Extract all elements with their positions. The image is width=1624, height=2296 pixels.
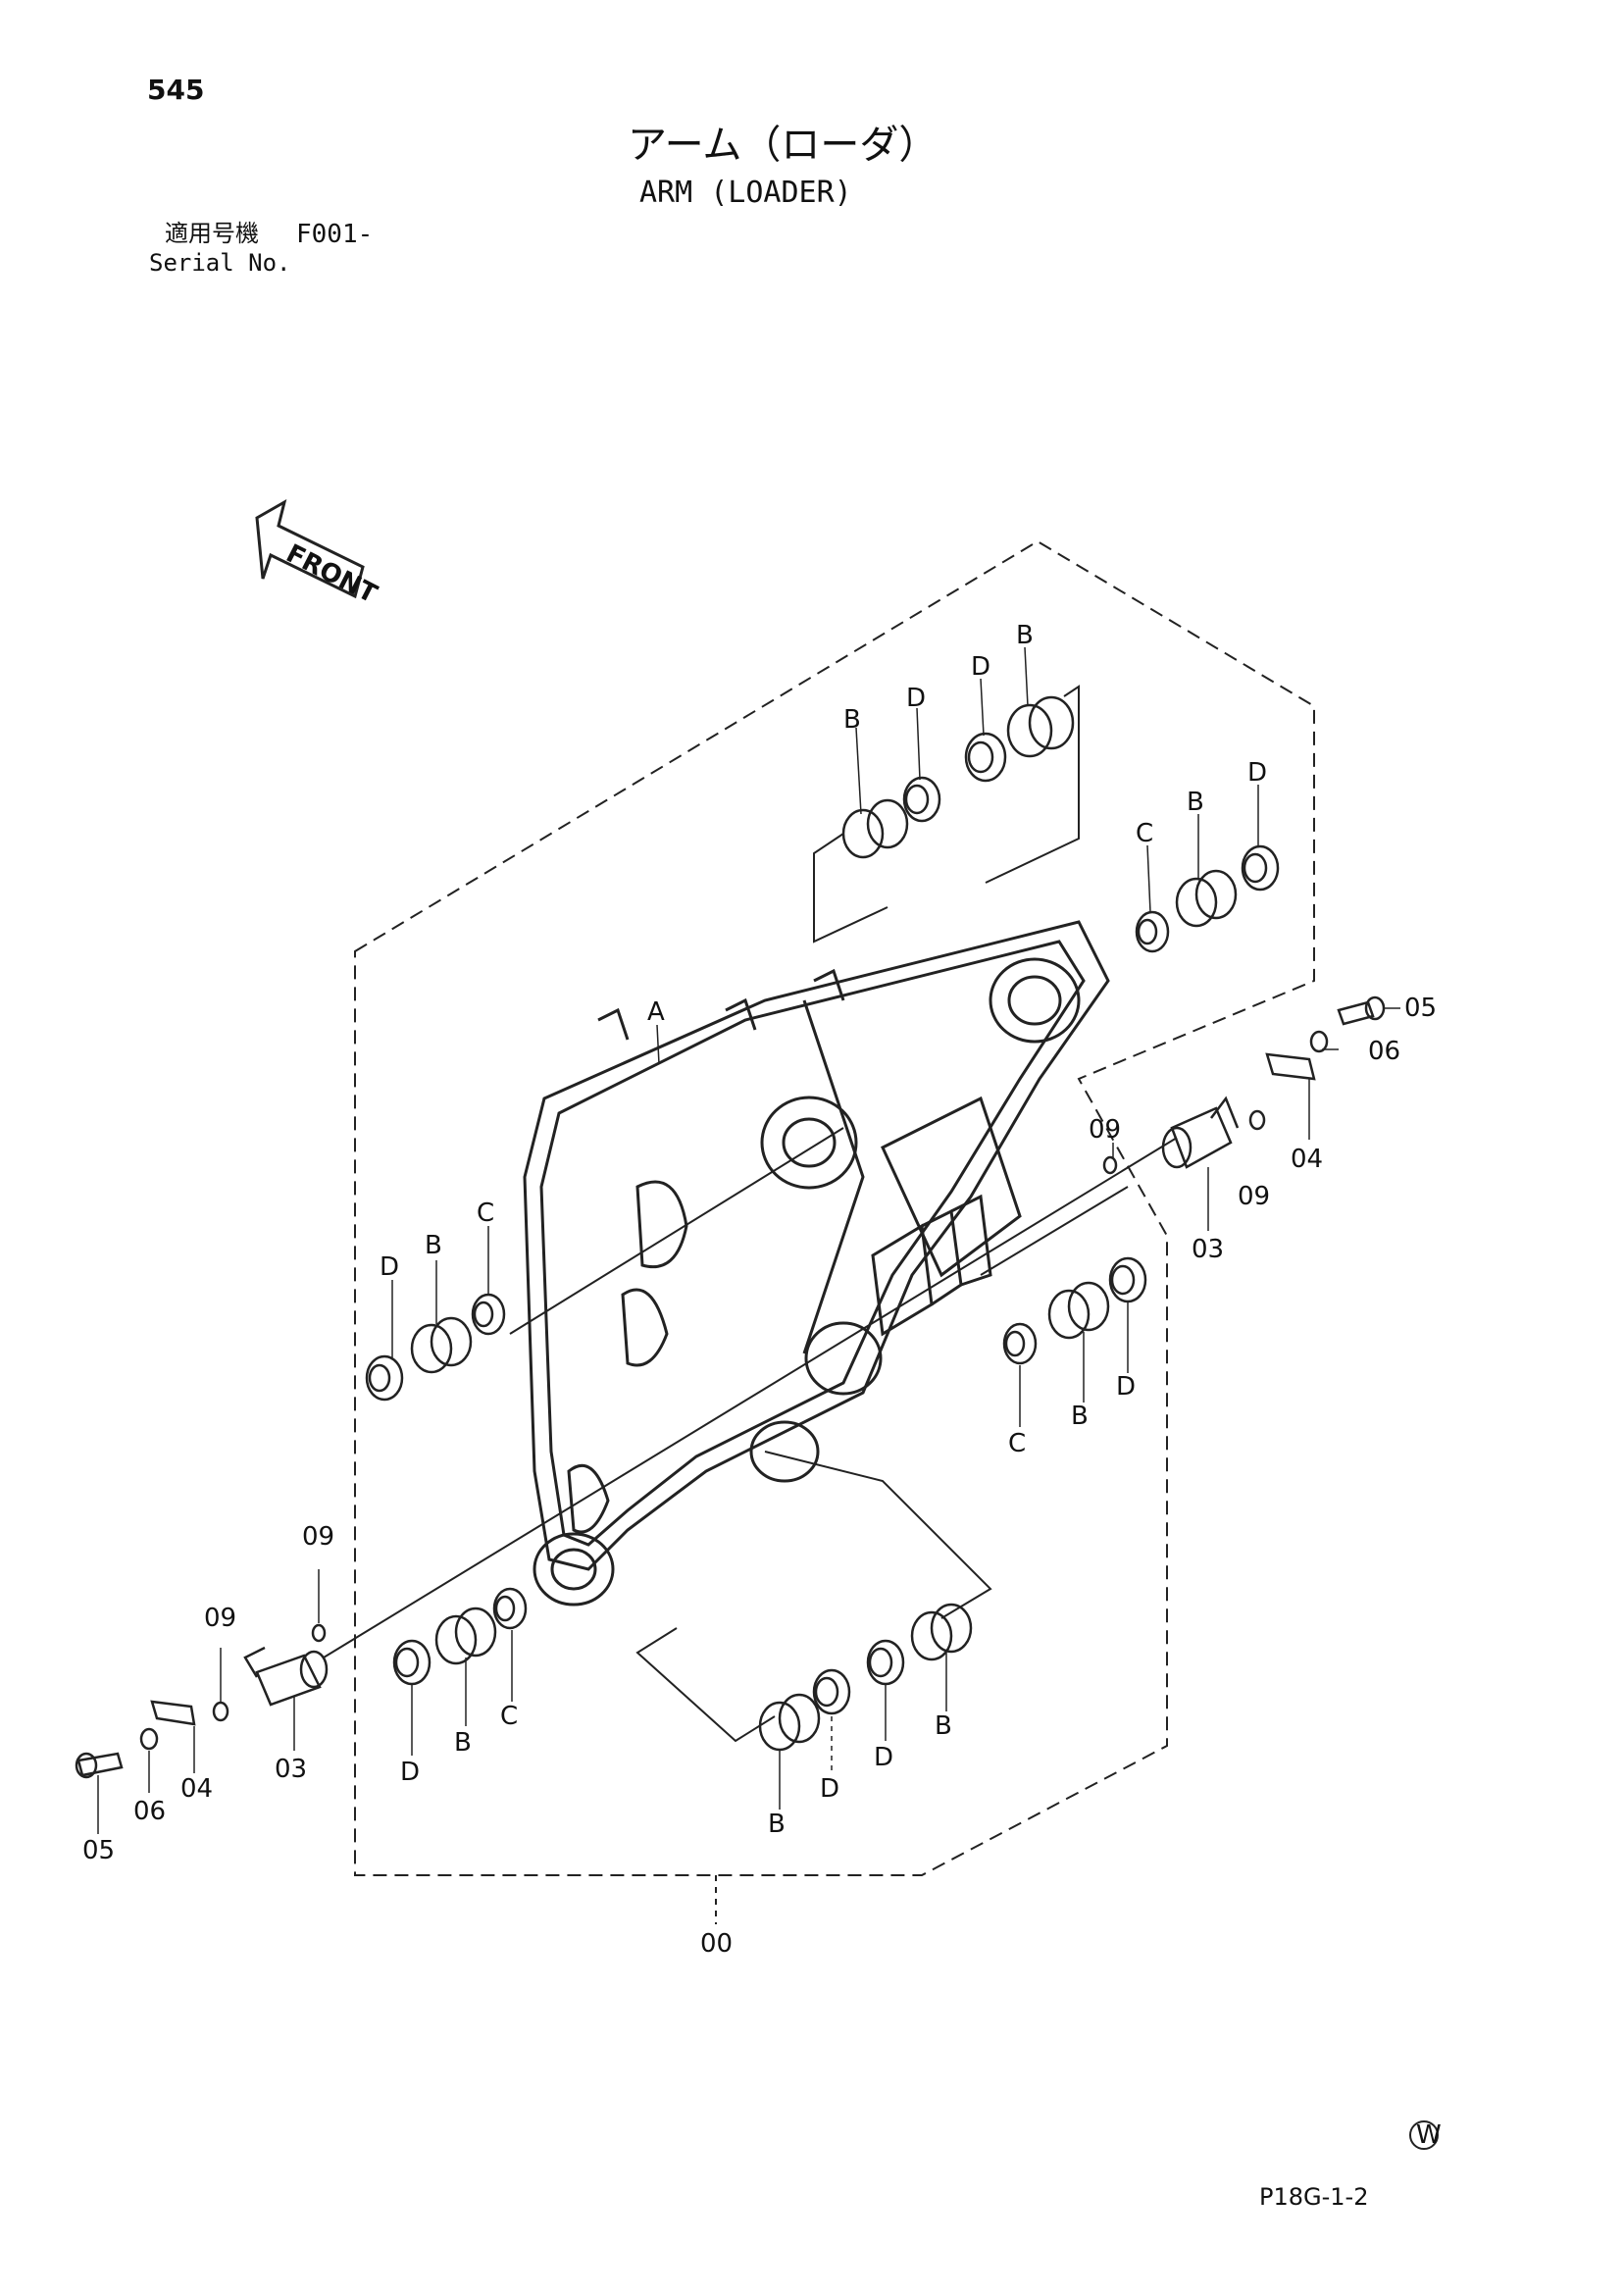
callout-b: B	[1016, 621, 1034, 650]
callout-d: D	[971, 652, 990, 682]
page-title-english: ARM (LOADER)	[639, 176, 852, 210]
svg-text:W: W	[1416, 2120, 1442, 2150]
callout-fitting: 09	[1089, 1115, 1121, 1145]
callout-plate: 04	[1291, 1145, 1323, 1174]
callout-bolt: 05	[1404, 994, 1437, 1023]
callout-arm: A	[647, 997, 665, 1027]
callout-c: C	[1008, 1429, 1026, 1458]
callout-fitting: 09	[302, 1522, 334, 1552]
callout-pin: 03	[1192, 1235, 1224, 1264]
drawing-code: P18G-1-2	[1259, 2183, 1369, 2211]
callout-washer: 06	[1368, 1037, 1400, 1066]
callout-b: B	[843, 705, 861, 735]
callout-c: C	[1136, 819, 1153, 848]
bushing-parts	[365, 695, 1280, 1752]
front-arrow-icon: FRONT	[255, 498, 381, 610]
serial-label-japanese: 適用号機	[165, 220, 259, 247]
callout-c: C	[477, 1199, 494, 1228]
page-title-japanese: アーム（ローダ）	[628, 123, 939, 168]
callout-d: D	[380, 1252, 399, 1282]
callout-d: D	[906, 684, 926, 713]
callout-fitting: 09	[1238, 1182, 1270, 1211]
callout-labels: B D D B C B D A 05 06 04 09 09 03 D B C …	[82, 621, 1437, 1959]
circled-w-symbol: W	[1409, 2120, 1442, 2150]
front-arrow-label: FRONT	[281, 539, 381, 610]
right-pin-group	[1102, 995, 1386, 1175]
callout-fitting: 09	[204, 1604, 236, 1633]
label-leaders	[97, 646, 1400, 1834]
callout-bolt: 05	[82, 1836, 115, 1865]
callout-d: D	[400, 1758, 420, 1787]
serial-number-value: F001-	[296, 220, 374, 249]
callout-plate: 04	[180, 1774, 213, 1804]
callout-b: B	[1071, 1402, 1089, 1431]
arm-body	[523, 920, 1110, 1607]
callout-d: D	[874, 1743, 893, 1772]
serial-label-english: Serial No.	[149, 249, 291, 277]
callout-pin: 03	[275, 1755, 307, 1784]
callout-washer: 06	[133, 1797, 166, 1826]
callout-d: D	[820, 1774, 839, 1804]
callout-c: C	[500, 1702, 518, 1731]
callout-assembly: 00	[700, 1929, 733, 1959]
bracket-leaders	[635, 685, 1080, 1743]
assembly-boundary	[354, 539, 1315, 1876]
callout-d: D	[1116, 1372, 1136, 1402]
callout-b: B	[768, 1810, 786, 1839]
left-pin-group	[75, 1623, 329, 1779]
callout-b: B	[1187, 788, 1204, 817]
callout-b: B	[454, 1728, 472, 1758]
callout-b: B	[935, 1711, 952, 1741]
pin-axis-lines	[323, 1127, 1178, 1658]
callout-b: B	[425, 1231, 442, 1260]
page-number: 545	[147, 74, 205, 106]
callout-d: D	[1247, 758, 1267, 788]
